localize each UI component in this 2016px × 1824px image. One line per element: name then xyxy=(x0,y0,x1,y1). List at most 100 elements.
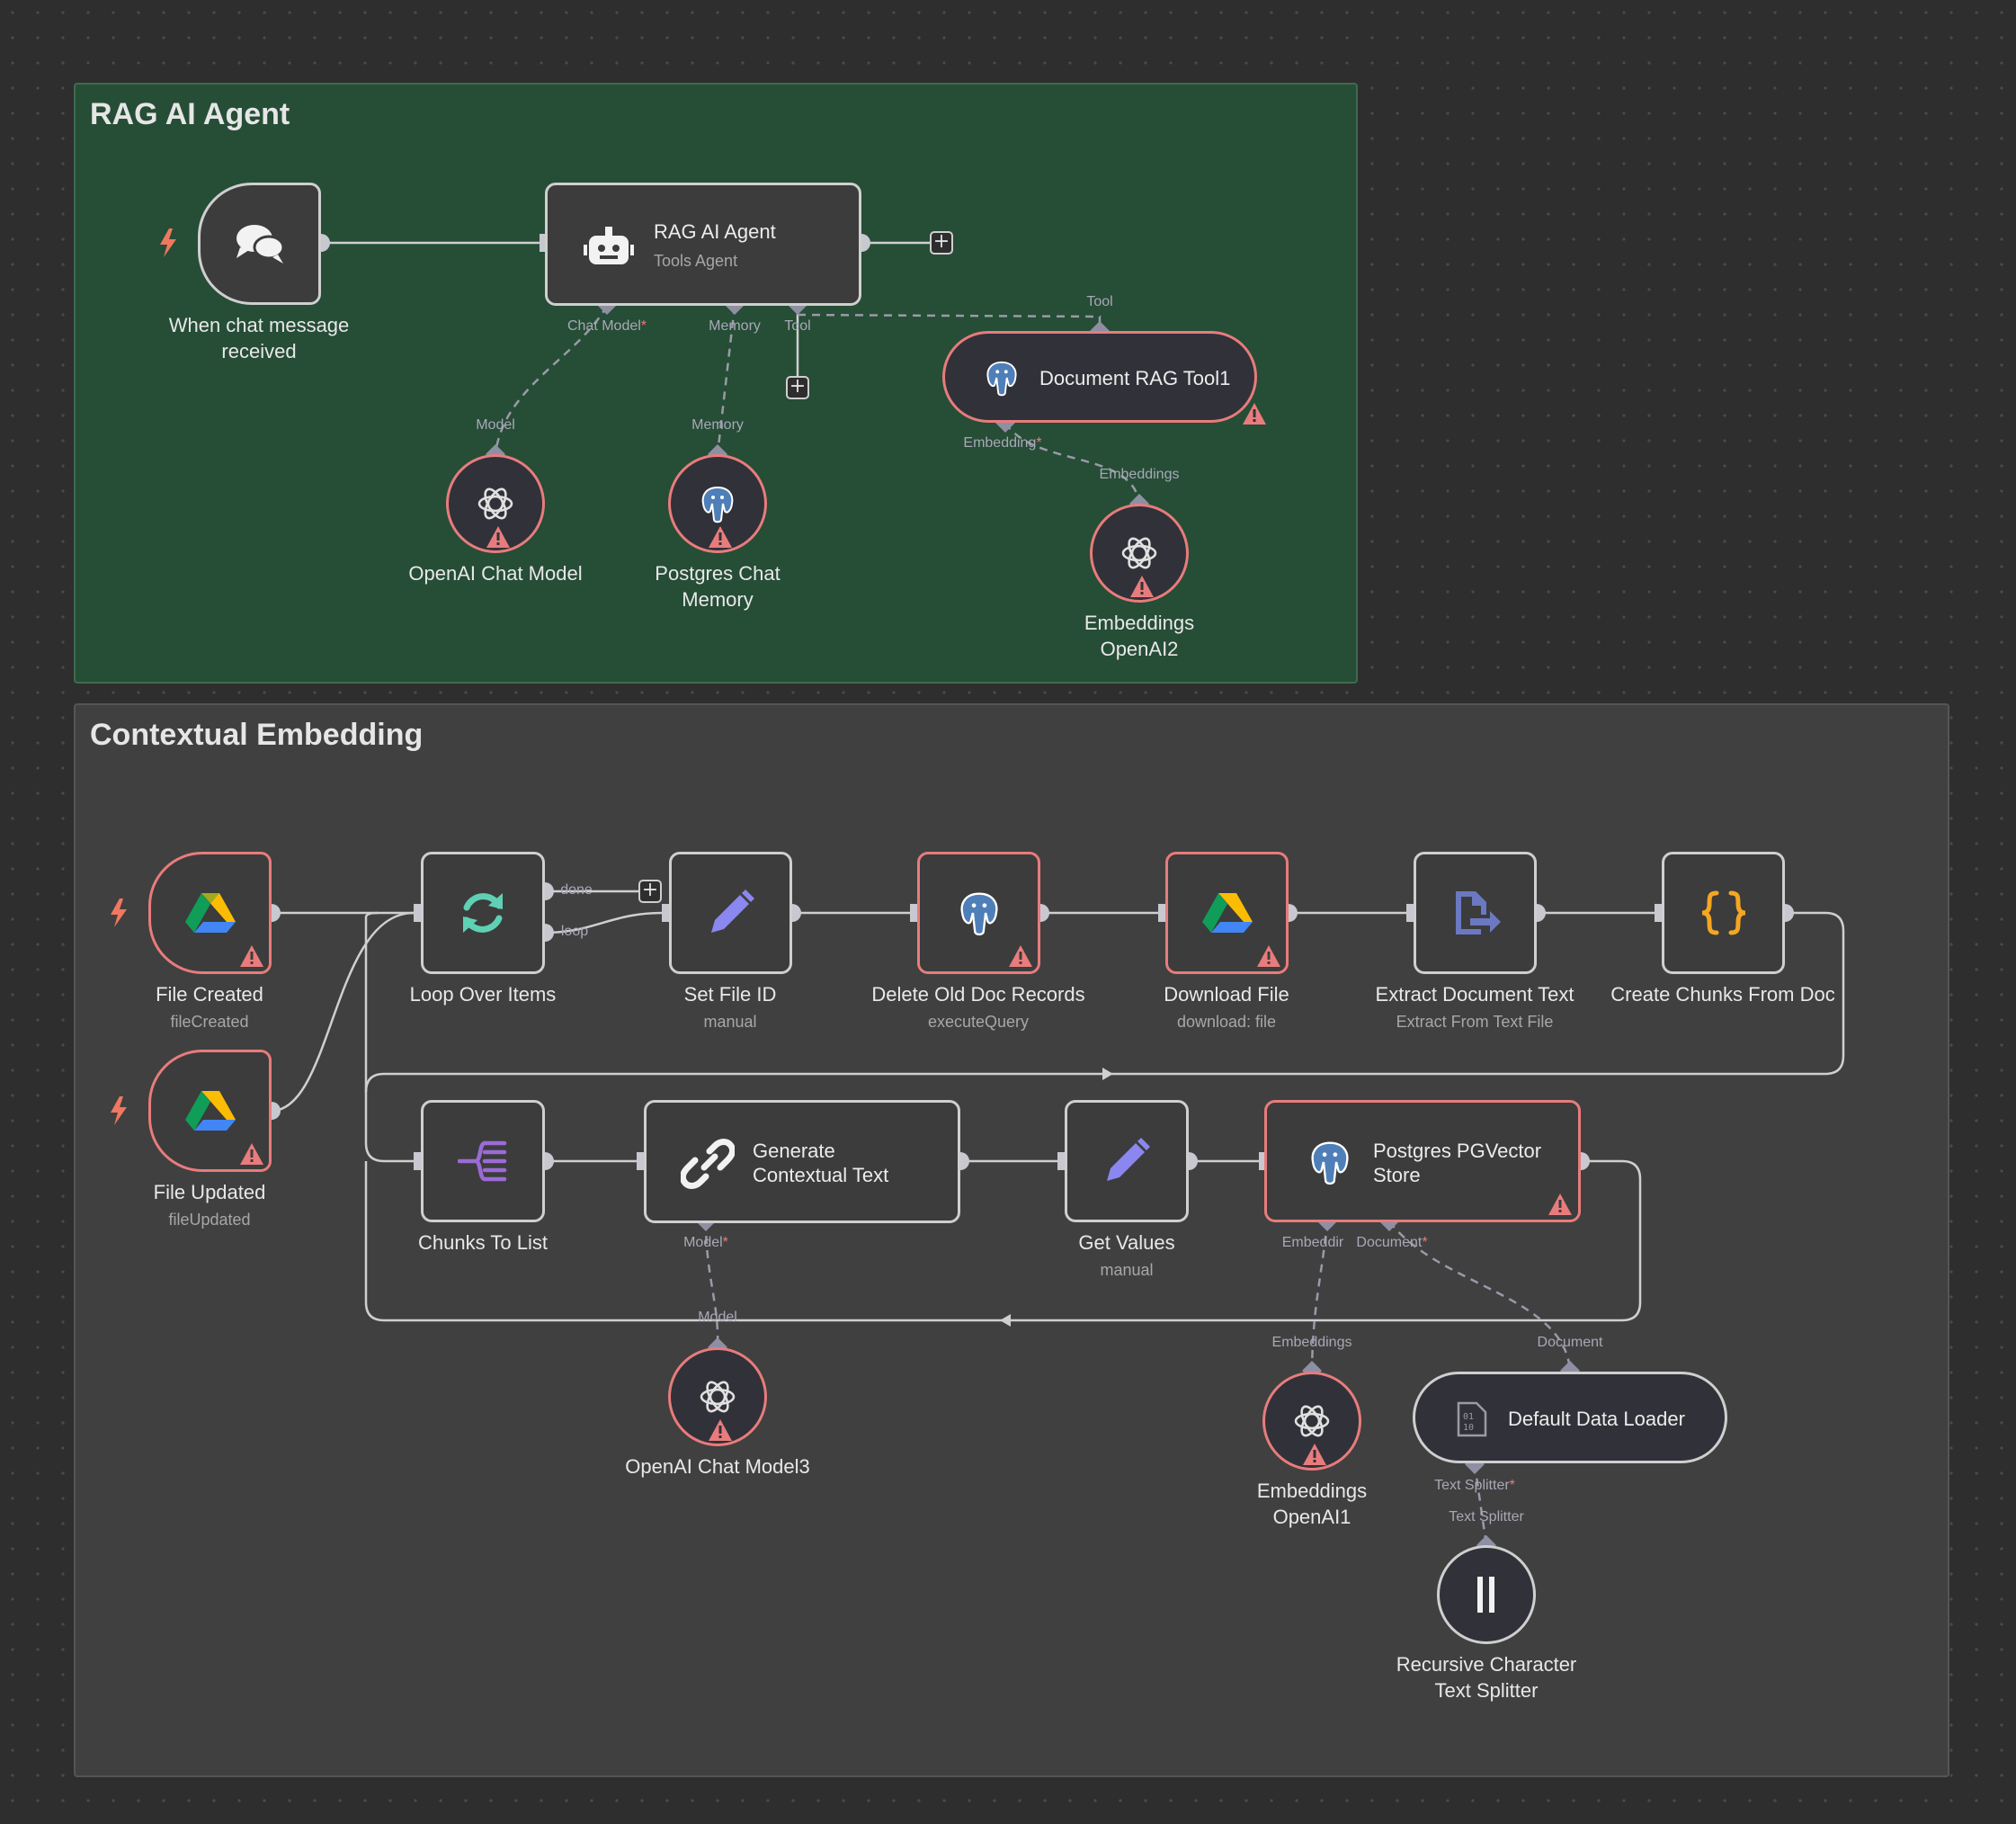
input-port[interactable] xyxy=(1259,1152,1266,1170)
input-port[interactable] xyxy=(1655,904,1662,922)
extract-file-icon xyxy=(1455,891,1501,934)
openai-icon xyxy=(1294,1405,1330,1437)
loop-icon xyxy=(463,893,503,933)
warning-icon xyxy=(240,1143,263,1165)
node-loop-over-items[interactable] xyxy=(421,852,545,974)
subnode-connection xyxy=(494,305,609,455)
node-get-values[interactable] xyxy=(1065,1100,1189,1222)
node-set-file-id[interactable] xyxy=(669,852,792,974)
warning-icon xyxy=(1009,945,1032,967)
openai-icon xyxy=(1121,537,1157,569)
postgres-icon xyxy=(701,486,734,523)
node-openai-chat-model[interactable] xyxy=(446,454,545,553)
connection xyxy=(544,911,663,934)
flow-arrow xyxy=(1102,1068,1113,1080)
input-port[interactable] xyxy=(1406,904,1414,922)
port-label-text-splitter: Text Splitter xyxy=(1449,1509,1524,1524)
warning-icon xyxy=(486,526,510,548)
node-label: Create Chunks From Doc xyxy=(1610,983,1835,1006)
node-postgres-chat-memory[interactable] xyxy=(668,454,767,553)
port-label-chat-model: Chat Model* xyxy=(566,318,647,334)
robot-icon xyxy=(584,227,634,264)
add-node-button[interactable]: + xyxy=(930,231,953,255)
node-label: Download File xyxy=(1164,983,1289,1006)
subnode-connection xyxy=(1310,1220,1329,1372)
node-subtitle: download: file xyxy=(1176,1013,1277,1031)
node-subtitle: executeQuery xyxy=(927,1013,1030,1031)
svg-text:10: 10 xyxy=(1463,1423,1474,1433)
node-embeddings-openai2[interactable] xyxy=(1090,504,1189,603)
port-label-model: Model xyxy=(698,1310,737,1325)
node-extract-document-text[interactable] xyxy=(1414,852,1537,974)
port-label-document: Document* xyxy=(1356,1235,1428,1250)
warning-icon xyxy=(709,1419,732,1441)
add-tool-button[interactable]: + xyxy=(786,376,809,399)
input-port[interactable] xyxy=(662,904,669,922)
port-label-text-splitter: Text Splitter* xyxy=(1434,1478,1515,1493)
node-document-rag-tool[interactable]: Document RAG Tool1 xyxy=(942,331,1266,425)
node-file-updated[interactable] xyxy=(148,1050,272,1172)
input-port[interactable] xyxy=(414,904,421,922)
node-label: Extract Document Text xyxy=(1375,983,1574,1006)
input-port[interactable] xyxy=(910,904,917,922)
node-file-created[interactable] xyxy=(148,852,272,974)
node-title: Default Data Loader xyxy=(1508,1408,1685,1430)
input-port[interactable] xyxy=(1158,904,1165,922)
node-embeddings-openai1[interactable] xyxy=(1262,1372,1361,1471)
input-port[interactable] xyxy=(414,1152,421,1170)
subnode-connection xyxy=(1004,422,1141,505)
trigger-bolt-icon xyxy=(111,899,127,927)
trigger-bolt-icon xyxy=(111,1096,127,1125)
input-port[interactable] xyxy=(637,1152,644,1170)
node-rag-ai-agent[interactable]: RAG AI Agent Tools Agent xyxy=(545,183,861,306)
port-label-memory: Memory xyxy=(709,318,761,334)
code-braces-icon xyxy=(1701,890,1745,935)
port-label-memory: Memory xyxy=(691,417,744,433)
port-label-embedding: Embedding* xyxy=(963,435,1042,451)
subnode-connection xyxy=(704,1220,719,1348)
node-delete-old-doc-records[interactable] xyxy=(917,852,1040,974)
port-label-embedding: Embeddir xyxy=(1281,1235,1344,1250)
port-label-embeddings: Embeddings xyxy=(1099,467,1180,482)
input-port[interactable] xyxy=(1057,1152,1065,1170)
node-label: Set File ID xyxy=(683,983,777,1006)
google-drive-icon xyxy=(184,893,236,933)
chain-link-icon xyxy=(681,1139,735,1189)
node-chat-trigger[interactable] xyxy=(198,183,321,305)
port-label-tool: Tool xyxy=(784,318,811,334)
node-download-file[interactable] xyxy=(1165,852,1289,974)
warning-icon xyxy=(1130,576,1154,597)
node-label: OpenAI Chat Model xyxy=(408,562,583,585)
openai-icon xyxy=(700,1381,736,1413)
port-label-tool: Tool xyxy=(1086,294,1113,309)
subnode-connection xyxy=(716,305,736,455)
warning-icon xyxy=(240,945,263,967)
input-port[interactable] xyxy=(540,234,547,252)
node-label: OpenAI Chat Model3 xyxy=(625,1455,810,1478)
node-chunks-to-list[interactable] xyxy=(421,1100,545,1222)
node-label: File Created xyxy=(156,983,263,1006)
warning-icon xyxy=(709,526,732,548)
split-out-icon xyxy=(458,1140,507,1182)
node-create-chunks-from-doc[interactable] xyxy=(1662,852,1785,974)
node-label: Delete Old Doc Records xyxy=(871,983,1085,1006)
node-subtitle: fileUpdated xyxy=(168,1211,251,1229)
add-node-button[interactable]: + xyxy=(638,880,662,903)
connection xyxy=(364,911,379,1092)
google-drive-icon xyxy=(184,1091,236,1131)
svg-text:01: 01 xyxy=(1463,1412,1474,1422)
node-label: Chunks To List xyxy=(418,1231,548,1254)
node-openai-chat-model3[interactable] xyxy=(668,1347,767,1446)
warning-icon xyxy=(1548,1194,1572,1215)
postgres-icon xyxy=(1311,1141,1349,1185)
node-recursive-character-text-splitter[interactable] xyxy=(1437,1545,1536,1644)
splitter-bars-icon xyxy=(1477,1577,1494,1613)
node-title: RAG AI Agent xyxy=(654,220,776,243)
connection xyxy=(271,911,415,1113)
